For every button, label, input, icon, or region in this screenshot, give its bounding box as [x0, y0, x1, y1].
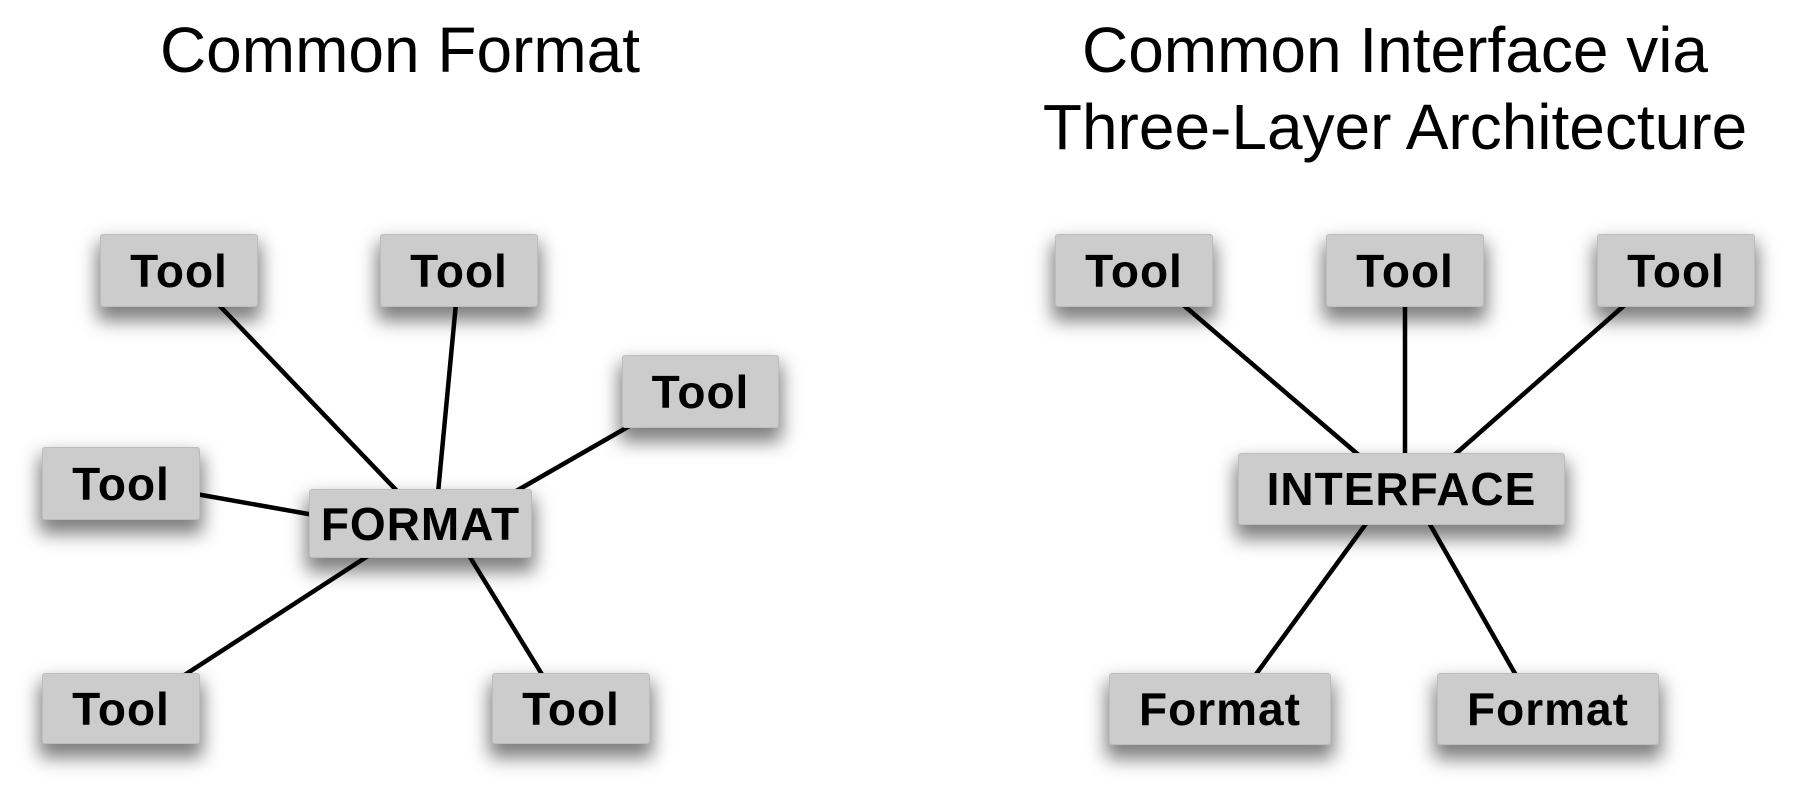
format-node: Format — [1109, 673, 1331, 745]
connector-line — [466, 552, 545, 678]
connector-line — [1450, 301, 1629, 459]
tool-node: Tool — [1597, 234, 1755, 307]
left-diagram-title: Common Format — [159, 14, 641, 86]
connector-line — [509, 422, 635, 496]
tool-node: Tool — [380, 234, 538, 307]
connector-line — [215, 301, 401, 495]
interface-hub-node: INTERFACE — [1238, 453, 1565, 525]
connector-line — [181, 552, 373, 678]
connector-line — [195, 491, 315, 518]
tool-node: Tool — [492, 673, 650, 744]
connector-line — [1426, 519, 1519, 679]
tool-node: Tool — [42, 447, 200, 520]
right-title-line2: Three-Layer Architecture — [1042, 90, 1748, 163]
tool-node: Tool — [1326, 234, 1484, 307]
tool-node: Tool — [100, 234, 258, 307]
connector-line — [1179, 301, 1363, 459]
connector-line — [435, 302, 459, 494]
tool-node: Tool — [42, 673, 200, 744]
format-hub-node: FORMAT — [309, 489, 532, 558]
right-title-line1: Common Interface via — [1081, 14, 1709, 86]
connector-line — [1252, 519, 1370, 679]
tool-node: Tool — [1055, 234, 1213, 307]
format-node: Format — [1437, 673, 1659, 745]
tool-node: Tool — [622, 355, 779, 428]
